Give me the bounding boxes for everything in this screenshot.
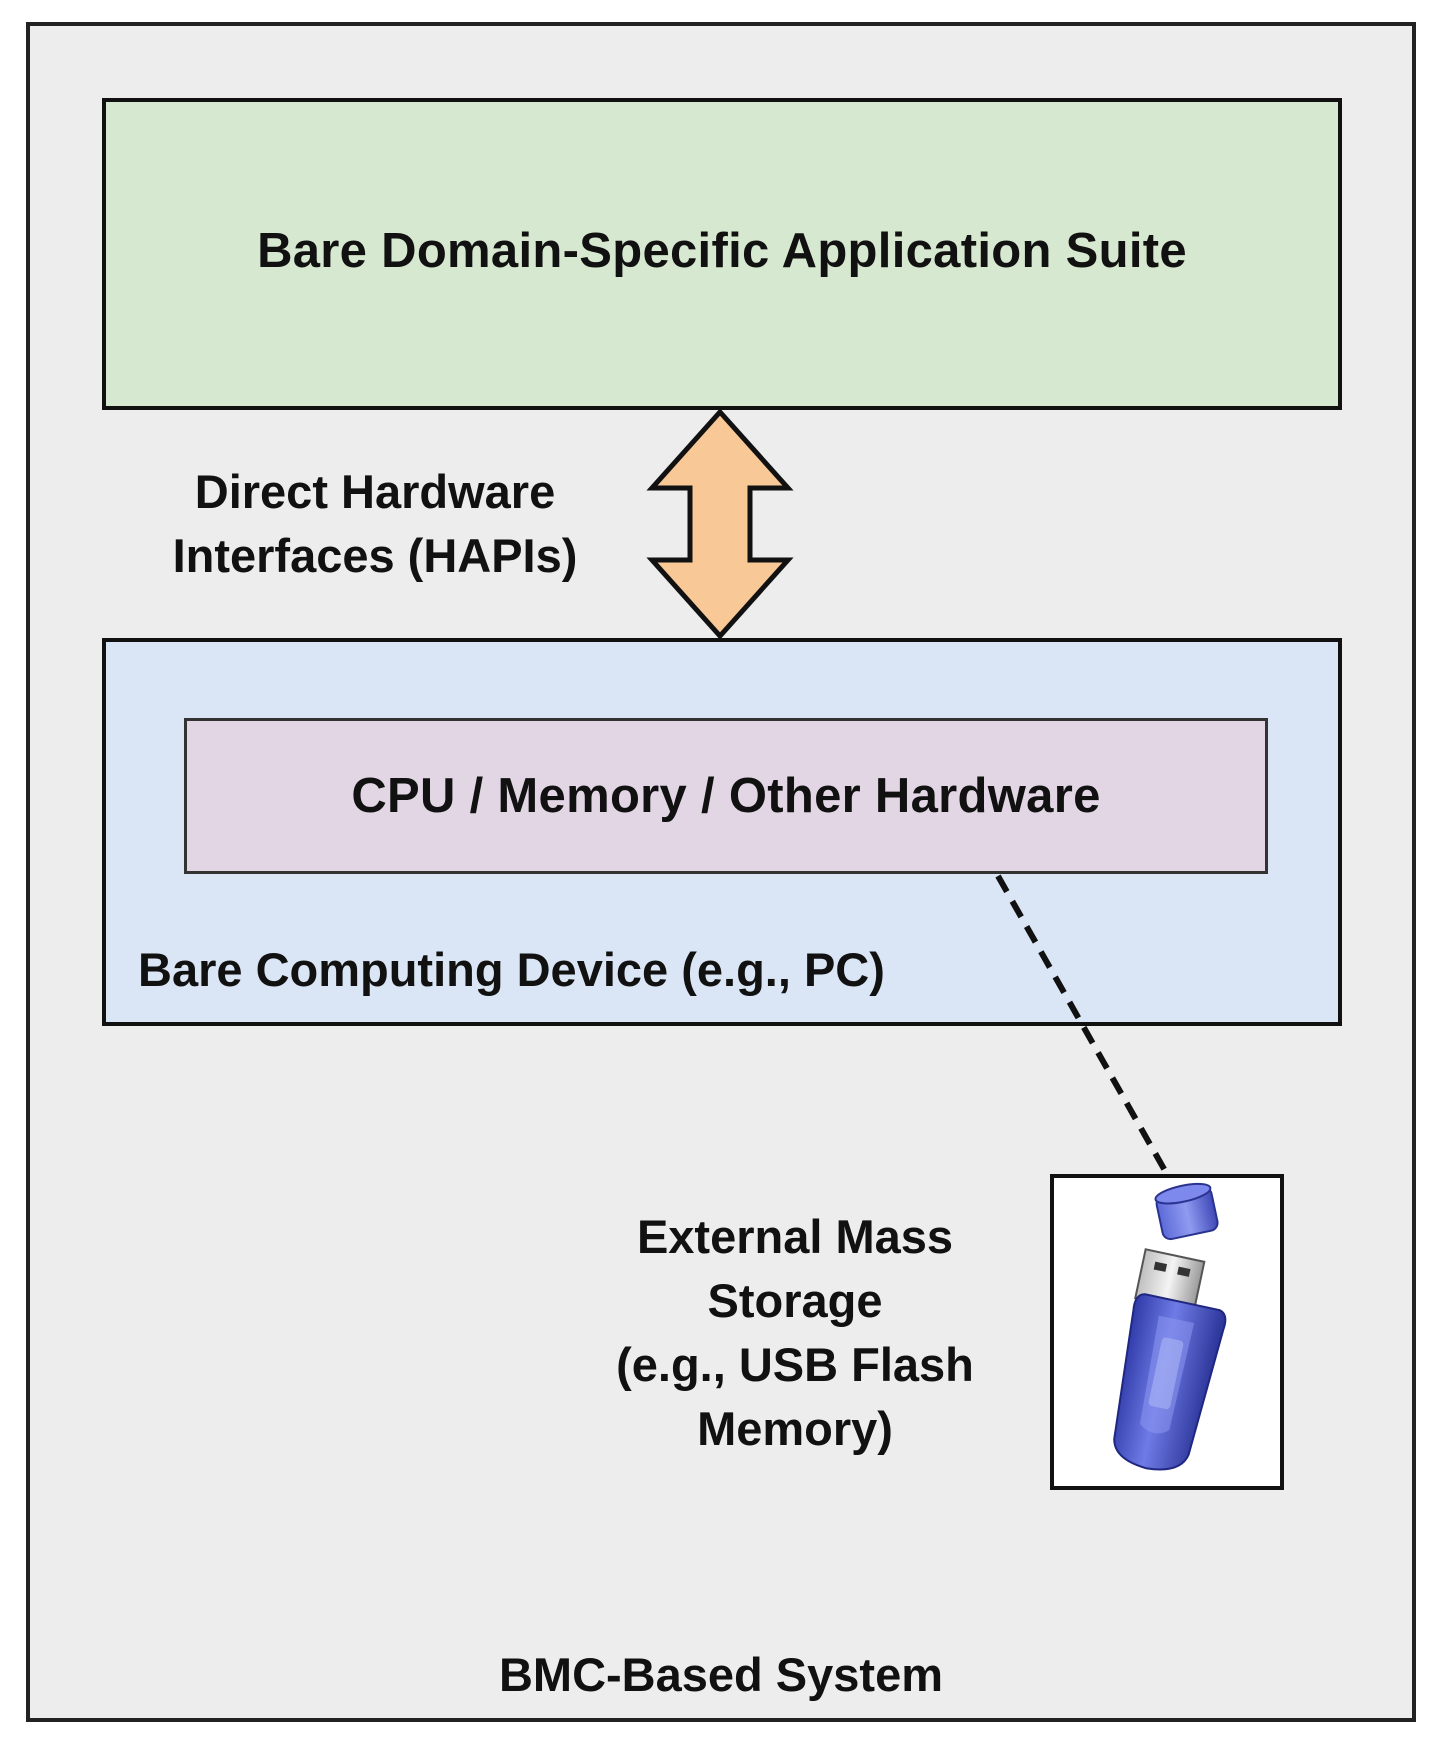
hardware-interfaces-label: Direct Hardware Interfaces (HAPIs) [120,460,630,588]
application-suite-label: Bare Domain-Specific Application Suite [257,224,1187,278]
hardware-interfaces-label-line2: Interfaces (HAPIs) [172,529,578,582]
usb-image-frame [1050,1174,1284,1490]
hardware-interfaces-label-line1: Direct Hardware [194,465,556,518]
usb-cap [1154,1182,1219,1241]
double-headed-arrow-shape [646,408,794,640]
external-storage-label-line1: External Mass [636,1210,954,1263]
external-storage-label-line4: Memory) [697,1402,893,1455]
bmc-system-label: BMC-Based System [498,1648,944,1701]
usb-body [1113,1293,1227,1471]
application-suite-box: Bare Domain-Specific Application Suite [102,98,1342,410]
usb-flash-drive-icon [1113,1182,1227,1471]
external-storage-label: External Mass Storage (e.g., USB Flash M… [560,1205,1030,1461]
double-headed-arrow-icon [646,408,794,640]
external-storage-label-line2: Storage [707,1274,883,1327]
computing-device-box: CPU / Memory / Other Hardware Bare Compu… [102,638,1342,1026]
hardware-box: CPU / Memory / Other Hardware [184,718,1268,874]
computing-device-label: Bare Computing Device (e.g., PC) [138,943,885,996]
hardware-label: CPU / Memory / Other Hardware [351,769,1101,823]
external-storage-label-line3: (e.g., USB Flash [616,1338,974,1391]
